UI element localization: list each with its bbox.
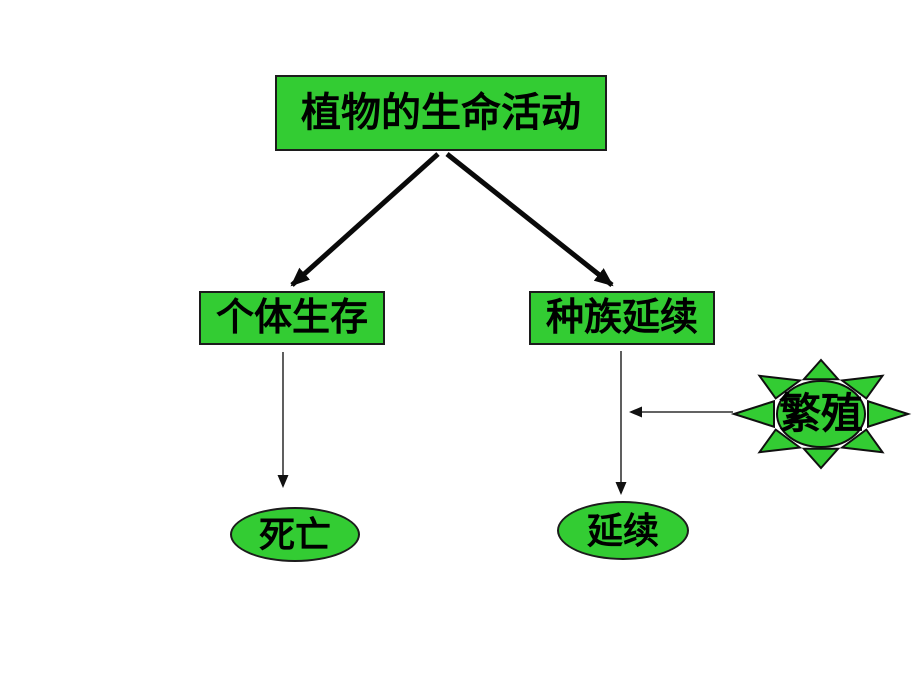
sun-ray-east <box>867 399 912 429</box>
root-node-plant-life-activities: 植物的生命活动 <box>275 75 607 151</box>
sun-center-ellipse <box>776 380 866 448</box>
sun-ray-west <box>730 399 775 429</box>
sunburst-shape <box>730 358 912 470</box>
sun-ray-north <box>801 358 841 381</box>
branch-right-label: 种族延续 <box>545 297 698 339</box>
sun-label-text: 繁殖 <box>778 390 863 437</box>
outcome-oval-continuation: 延续 <box>557 501 689 560</box>
sun-ray-south <box>801 447 841 470</box>
branch-node-species-continuation: 种族延续 <box>529 291 715 345</box>
sun-ray-northeast <box>839 374 885 400</box>
outcome-oval-death: 死亡 <box>230 507 360 562</box>
sun-ray-southwest <box>757 428 803 454</box>
branch-node-individual-survival: 个体生存 <box>199 291 385 345</box>
sun-ray-southeast <box>839 428 885 454</box>
root-node-label: 植物的生命活动 <box>301 91 581 135</box>
arrow-root-to-individual-survival <box>290 152 440 287</box>
sun-reproduction-label: 繁殖 <box>757 387 885 441</box>
arrow-root-to-species-continuation <box>445 152 614 287</box>
outcome-death-label: 死亡 <box>258 513 331 555</box>
branch-left-label: 个体生存 <box>215 297 368 339</box>
sun-ray-northwest <box>757 374 803 400</box>
outcome-continuation-label: 延续 <box>586 509 659 551</box>
